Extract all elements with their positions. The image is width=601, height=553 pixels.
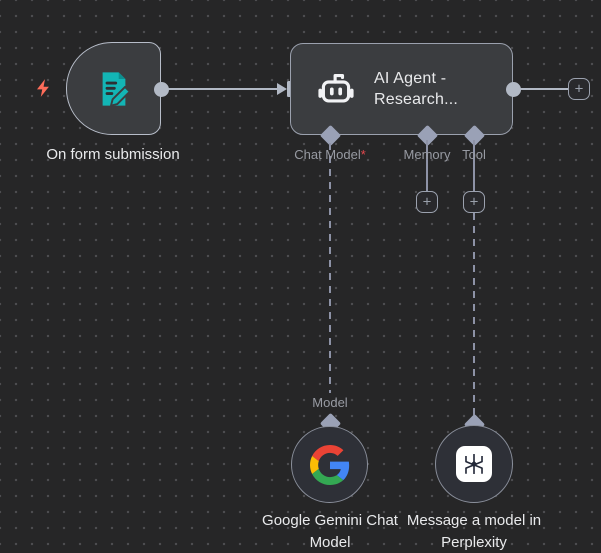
node-ai-agent[interactable]: AI Agent - Research... (290, 43, 513, 135)
trigger-output-port[interactable] (153, 81, 169, 97)
port-label-tool: Tool (462, 147, 486, 162)
connection-tool-dashed (473, 213, 475, 416)
port-label-model: Model (312, 395, 348, 410)
connection-chat-model-dashed (329, 143, 331, 393)
add-node-button[interactable]: + (568, 78, 590, 100)
add-memory-button[interactable]: + (416, 191, 438, 213)
agent-title: AI Agent - Research... (374, 70, 459, 108)
connection-memory-line (426, 140, 428, 192)
google-logo-icon (309, 444, 349, 485)
robot-icon (318, 73, 354, 103)
perplexity-node-label: Message a model in Perplexity (406, 512, 542, 551)
connection-agent-to-add (513, 88, 568, 90)
node-perplexity[interactable] (435, 425, 513, 503)
add-tool-button[interactable]: + (463, 191, 485, 213)
perplexity-logo-icon (465, 454, 483, 474)
connection-tool-line (473, 140, 475, 192)
connection-trigger-to-agent (161, 88, 279, 90)
trigger-bolt-icon (37, 79, 49, 97)
required-asterisk: * (360, 147, 366, 162)
gemini-node-label: Google Gemini Chat Model (262, 512, 398, 551)
form-pencil-icon (102, 71, 131, 107)
trigger-node-label: On form submission (46, 146, 180, 163)
port-label-chat-model: Chat Model* (294, 147, 366, 162)
agent-input-port[interactable] (287, 81, 292, 97)
node-google-gemini[interactable] (291, 426, 368, 503)
port-label-memory: Memory (403, 147, 451, 162)
node-form-trigger[interactable] (66, 42, 161, 135)
perplexity-tile (456, 446, 492, 482)
connection-arrowhead (277, 83, 287, 95)
